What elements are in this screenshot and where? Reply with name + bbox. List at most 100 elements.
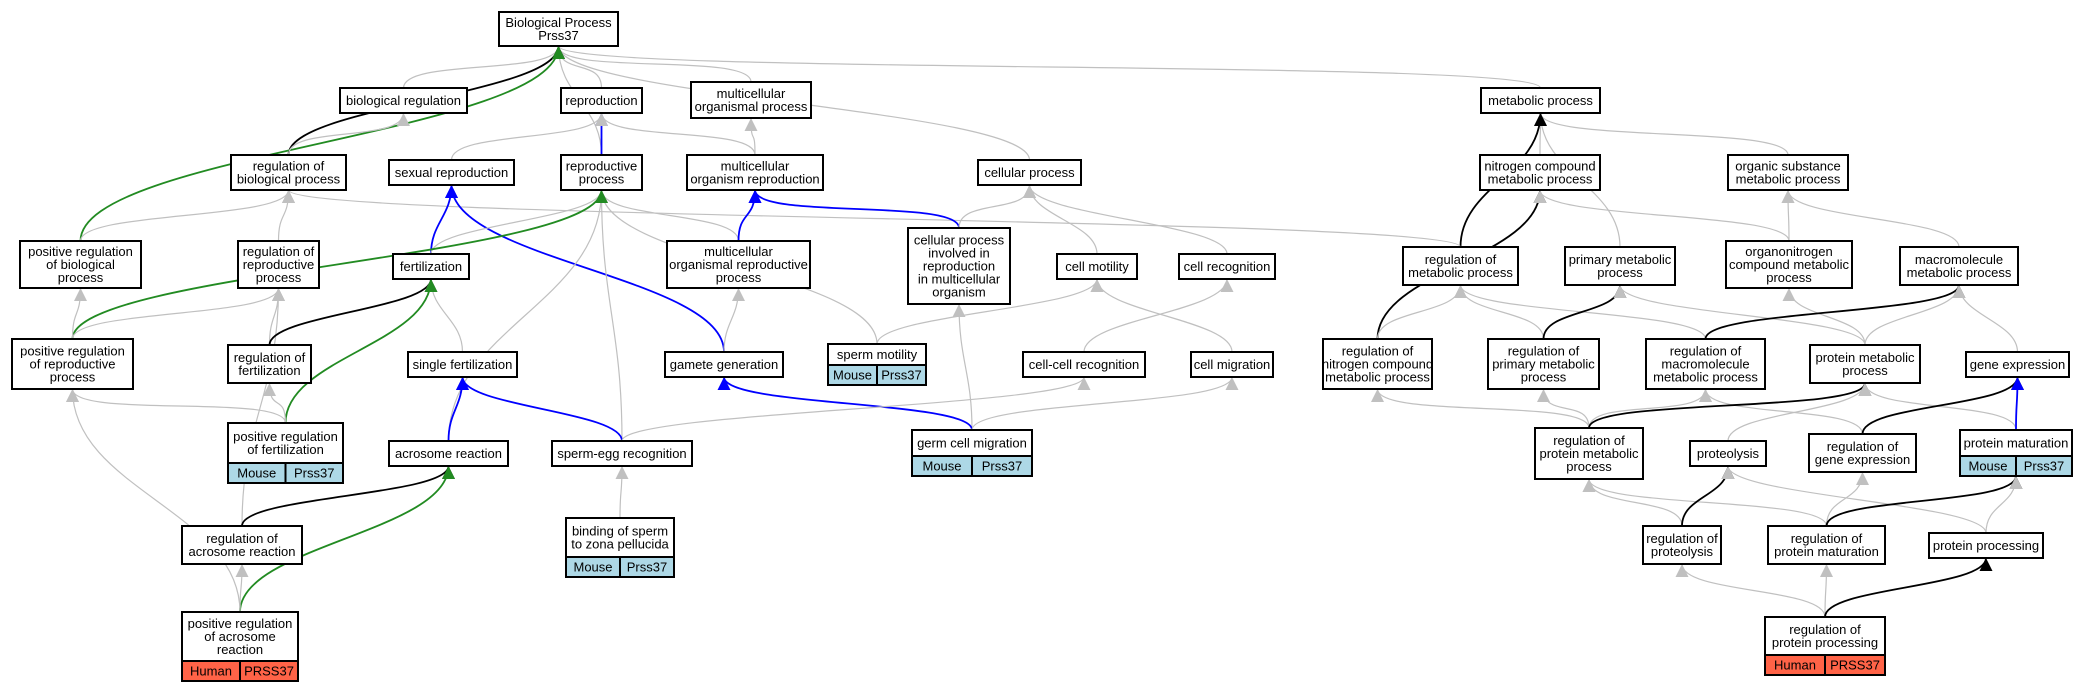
node-label: organonitrogen xyxy=(1745,244,1832,259)
edge-positive-regulation-of-fertilization-to-fertilization xyxy=(284,278,438,424)
edge-regulation-of-protein-processing-to-protein-processing xyxy=(1824,557,1993,618)
node-acrosome-reaction[interactable]: acrosome reaction xyxy=(388,440,509,467)
node-fertilization[interactable]: fertilization xyxy=(392,253,470,280)
node-reproduction[interactable]: reproduction xyxy=(560,87,643,114)
edge-germ-cell-migration-to-cellular-process-involved-in-reproduction xyxy=(952,303,973,431)
node-label: sperm motility xyxy=(837,347,918,362)
node-label: to zona pellucida xyxy=(571,537,669,552)
node-label: primary metabolic xyxy=(1492,357,1595,372)
node-sperm-egg-recognition[interactable]: sperm-egg recognition xyxy=(551,440,693,467)
node-label: multicellular xyxy=(704,244,773,259)
edge-protein-processing-to-protein-maturation xyxy=(1985,475,2023,534)
node-box xyxy=(1178,253,1276,280)
node-metabolic-process[interactable]: metabolic process xyxy=(1480,87,1601,114)
edge-acrosome-reaction-to-reproductive-process xyxy=(447,189,608,442)
node-biological-regulation[interactable]: biological regulation xyxy=(339,87,468,114)
node-label: binding of sperm xyxy=(572,524,668,539)
node-label: organismal reproductive xyxy=(669,257,808,272)
node-box xyxy=(237,240,320,289)
node-label: biological process xyxy=(237,172,341,187)
node-cell-motility[interactable]: cell motility xyxy=(1056,253,1138,280)
edge-regulation-of-protein-maturation-to-regulation-of-gene-expression xyxy=(1825,471,1869,527)
edge-germ-cell-migration-to-cell-migration xyxy=(971,376,1239,431)
node-cell-recognition[interactable]: cell recognition xyxy=(1178,253,1276,280)
node-label: gene expression xyxy=(1970,357,2065,372)
node-label: process xyxy=(58,270,104,285)
edge-regulation-of-gene-expression-to-regulation-of-macromolecule-metabolic-process xyxy=(1699,388,1864,435)
edge-organic-substance-metabolic-process-to-metabolic-process xyxy=(1534,112,1789,156)
node-label: macromolecule xyxy=(1661,357,1749,372)
gene-badge xyxy=(284,462,344,484)
gene-badge xyxy=(876,364,927,386)
node-box xyxy=(1322,338,1433,390)
node-label: involved in xyxy=(928,246,989,261)
node-label: of acrosome xyxy=(204,629,276,644)
edge-fertilization-to-sexual-reproduction xyxy=(430,184,458,255)
node-label: Biological Process xyxy=(505,15,612,30)
node-protein-processing[interactable]: protein processing xyxy=(1928,532,2044,559)
gene-badge xyxy=(619,556,675,578)
node-cellular-process[interactable]: cellular process xyxy=(977,159,1082,186)
node-label: positive regulation xyxy=(20,344,125,359)
node-label: multicellular xyxy=(721,159,790,174)
node-box xyxy=(1642,525,1722,565)
node-box xyxy=(560,87,643,114)
edge-proteolysis-to-protein-metabolic-process xyxy=(1727,382,1872,442)
edge-positive-regulation-of-biological-process-to-root xyxy=(79,45,565,242)
node-gene-expression[interactable]: gene expression xyxy=(1965,351,2070,378)
node-label: compound metabolic xyxy=(1729,257,1849,272)
node-cell-cell-recognition[interactable]: cell-cell recognition xyxy=(1022,351,1146,378)
node-label: of biological xyxy=(46,257,115,272)
node-label: protein maturation xyxy=(1964,436,2069,451)
edge-biological-regulation-to-root xyxy=(402,45,565,89)
node-box xyxy=(498,11,619,47)
node-box xyxy=(690,81,812,119)
node-label: organism xyxy=(932,285,985,300)
node-label: regulation of xyxy=(1646,531,1718,546)
node-single-fertilization[interactable]: single fertilization xyxy=(407,351,518,378)
node-gamete-generation[interactable]: gamete generation xyxy=(664,351,784,378)
node-cell-migration[interactable]: cell migration xyxy=(1190,351,1274,378)
node-proteolysis[interactable]: proteolysis xyxy=(1689,440,1767,467)
node-label: metabolic process xyxy=(1408,265,1513,280)
node-box xyxy=(19,240,142,289)
node-box xyxy=(1645,338,1766,390)
node-box xyxy=(1534,427,1644,480)
node-label: germ cell migration xyxy=(917,436,1027,451)
node-sexual-reproduction[interactable]: sexual reproduction xyxy=(388,159,515,186)
